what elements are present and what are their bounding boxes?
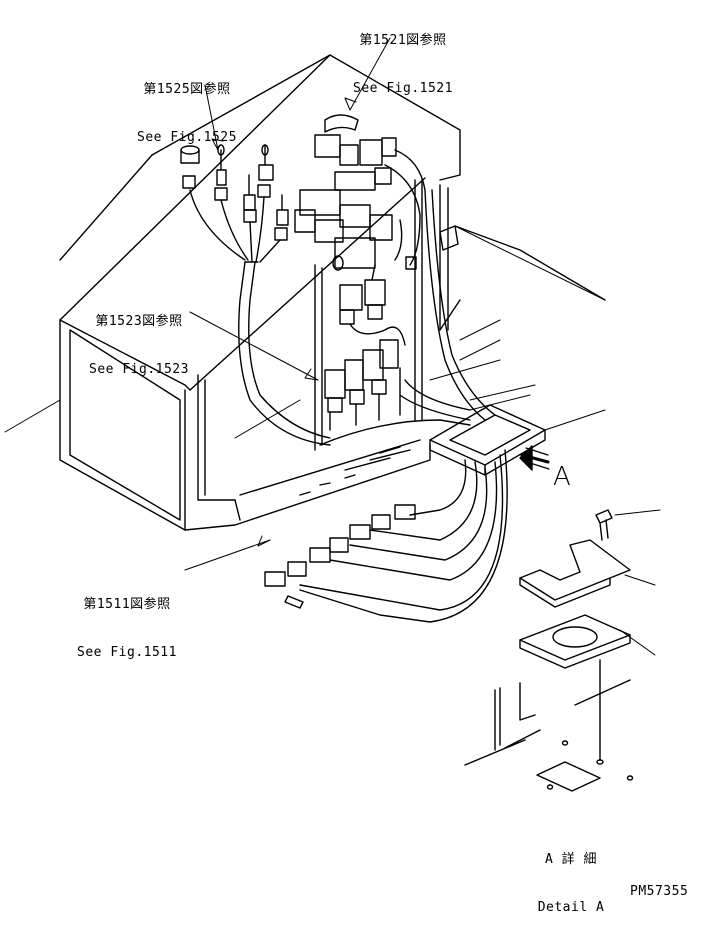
callout-fig-1511-en: See Fig.1511 [77,645,177,660]
callout-fig-1525-jp: 第1525図参照 [143,82,231,97]
console-cabinet [60,55,605,530]
detail-a-caption-en: Detail A [537,900,605,915]
callout-fig-1523: 第1523図参照 See Fig.1523 [84,282,194,394]
wiring-harness-diagram [0,0,713,901]
callout-fig-1521: 第1521図参照 See Fig.1521 [348,1,458,113]
callout-fig-1523-jp: 第1523図参照 [95,314,183,329]
relay-block-middle [325,265,405,430]
callout-fig-1521-en: See Fig.1521 [353,81,453,96]
relay-block-upper [295,115,425,270]
view-arrow-label: A [553,462,571,492]
callout-fig-1511-jp: 第1511図参照 [83,597,171,612]
callout-fig-1525: 第1525図参照 See Fig.1525 [132,50,242,162]
detail-a-caption: A 詳 細 Detail A [526,820,616,932]
harness-bundle [300,190,545,622]
view-arrow [520,446,549,470]
callout-fig-1511: 第1511図参照 See Fig.1511 [72,565,182,677]
callout-fig-1525-en: See Fig.1525 [137,130,237,145]
detail-a-caption-jp: A 詳 細 [545,852,597,867]
switch-cluster [181,145,330,445]
connector-row-lower [265,447,415,608]
detail-a-parts [465,510,633,791]
leader-lines [5,38,660,655]
callout-fig-1523-en: See Fig.1523 [89,362,189,377]
callout-fig-1521-jp: 第1521図参照 [359,33,447,48]
drawing-number: PM57355 [630,884,689,899]
